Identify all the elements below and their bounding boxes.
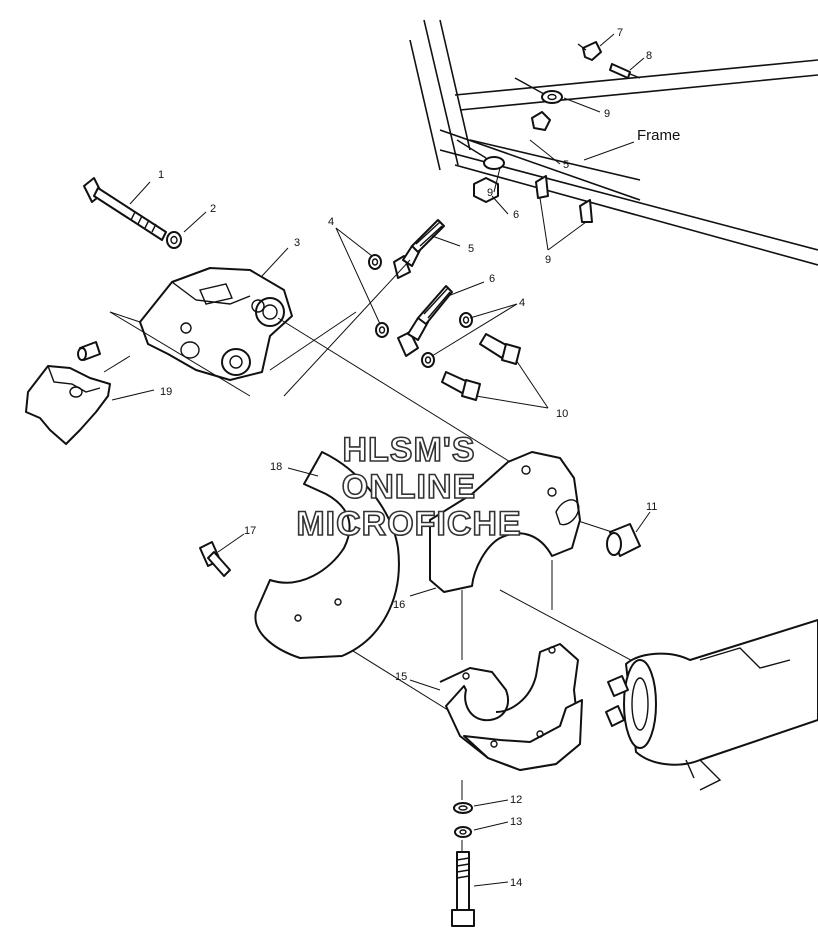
- banjo-fitting-upper: [514, 77, 563, 104]
- caliper-mounting-bolt: [83, 177, 167, 241]
- lock-washer: [454, 826, 472, 838]
- hose-fitting-upper: [531, 111, 551, 131]
- brake-hose-lower: [397, 285, 453, 357]
- callout-6-hose: 6: [489, 273, 495, 285]
- brake-line-clip: [577, 41, 602, 61]
- callout-9-mid: 9: [487, 187, 493, 199]
- callout-1: 1: [158, 169, 164, 181]
- callout-5-hose: 5: [468, 243, 474, 255]
- callout-16: 16: [393, 599, 405, 611]
- callout-leaders: [111, 33, 651, 887]
- callout-13: 13: [510, 816, 522, 828]
- callout-11: 11: [646, 501, 657, 513]
- watermark-line-2: ONLINE: [342, 468, 476, 506]
- callout-10: 10: [556, 408, 568, 420]
- banjo-bolts: [441, 333, 521, 401]
- callout-14: 14: [510, 877, 522, 889]
- washers: [368, 254, 473, 368]
- disc-bolt: [199, 541, 231, 577]
- callout-9-bottom: 9: [545, 254, 551, 266]
- callout-15: 15: [395, 671, 407, 683]
- callout-12: 12: [510, 794, 522, 806]
- bleeder-screw: [609, 63, 641, 79]
- frame-label: Frame: [637, 127, 680, 144]
- watermark-line-3: MICROFICHE: [296, 505, 521, 543]
- banjo-fitting-mid: [456, 139, 505, 170]
- callout-8: 8: [646, 50, 652, 62]
- bracket-bolt: [451, 851, 475, 927]
- callout-4-right: 4: [519, 297, 525, 309]
- vehicle-frame: [409, 19, 818, 266]
- callout-17: 17: [244, 525, 256, 537]
- callout-2: 2: [210, 203, 216, 215]
- callout-18: 18: [270, 461, 282, 473]
- caliper-pin: [77, 341, 101, 361]
- caliper-bracket-upper: [429, 451, 581, 593]
- watermark: HLSM'S ONLINE MICROFICHE: [296, 430, 522, 544]
- callout-3: 3: [294, 237, 300, 249]
- brake-caliper: [139, 267, 293, 381]
- brake-pad: [25, 365, 111, 445]
- axle-housing: [605, 619, 818, 791]
- brake-disc-half: [254, 451, 400, 659]
- callout-4-left: 4: [328, 216, 334, 228]
- bracket-spacer: [606, 523, 641, 557]
- bolt-washer: [166, 231, 182, 249]
- callout-5-frame: 5: [563, 159, 569, 171]
- frame-clips: [535, 175, 593, 223]
- flat-washer: [453, 802, 473, 814]
- callout-6-frame: 6: [513, 209, 519, 221]
- callout-19: 19: [160, 386, 172, 398]
- caliper-bracket-lower: [439, 643, 583, 771]
- callout-9-top: 9: [604, 108, 610, 120]
- callout-7: 7: [617, 27, 623, 39]
- watermark-line-1: HLSM'S: [342, 431, 475, 469]
- callout-labels: Frame 1 2 3 4 4 5 5 6 6 7 8 9 9 9 10 11 …: [158, 27, 680, 889]
